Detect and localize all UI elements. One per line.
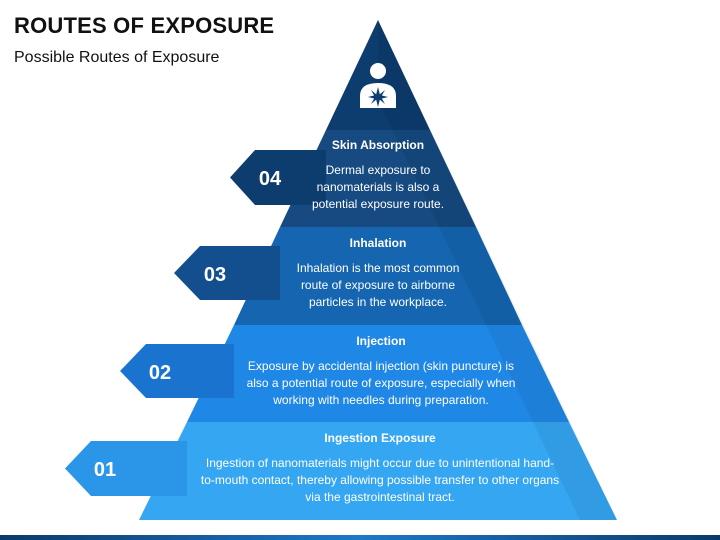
person-with-hazard-icon: [360, 63, 396, 108]
tier-02-text: Injection Exposure by accidental injecti…: [236, 334, 526, 409]
tier-04-band: [280, 130, 476, 227]
tier-04-body: Dermal exposure to nanomaterials is also…: [311, 163, 445, 211]
pyramid-right-shade: [378, 20, 617, 520]
footer-bar: [0, 535, 720, 540]
tier-01-body: Ingestion of nanomaterials might occur d…: [200, 456, 560, 504]
tier-02-arrow: [120, 344, 234, 398]
tier-02-body: Exposure by accidental injection (skin p…: [246, 359, 516, 407]
tier-03-body: Inhalation is the most common route of e…: [296, 261, 460, 309]
tier-02-title: Injection: [356, 334, 406, 348]
page-subtitle: Possible Routes of Exposure: [14, 49, 220, 66]
tier-04-number: 04: [259, 168, 282, 190]
page-title: ROUTES OF EXPOSURE: [14, 13, 275, 38]
tier-04-title: Skin Absorption: [331, 138, 425, 152]
tier-04-text: Skin Absorption Dermal exposure to nanom…: [298, 138, 458, 213]
tier-03-title: Inhalation: [349, 236, 407, 250]
tier-03-arrow: [174, 246, 280, 300]
tier-03-number: 03: [204, 264, 226, 286]
tier-02-band: [187, 325, 569, 422]
tier-03-text: Inhalation Inhalation is the most common…: [288, 236, 468, 311]
tier-01-text: Ingestion Exposure Ingestion of nanomate…: [200, 431, 560, 506]
tier-01-number: 01: [94, 459, 116, 481]
tier-03-band: [234, 227, 522, 325]
tier-01-title: Ingestion Exposure: [324, 431, 436, 445]
tier-01-arrow: [65, 441, 187, 496]
tier-04-arrow: [230, 150, 326, 205]
tier-01-band: [139, 422, 617, 520]
tier-02-number: 02: [149, 362, 171, 384]
